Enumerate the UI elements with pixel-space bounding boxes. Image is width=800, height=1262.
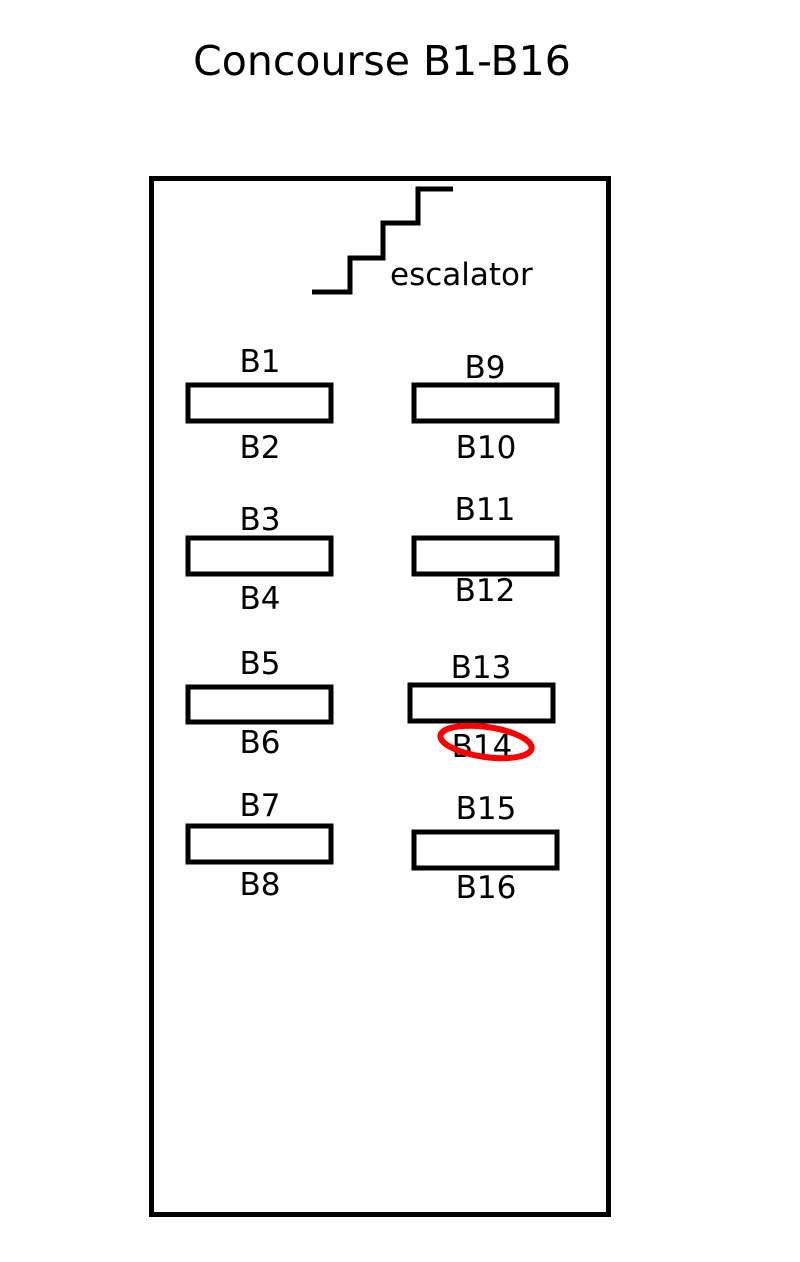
gate-label-b4: B4 — [240, 581, 281, 617]
gate-label-b1: B1 — [240, 344, 281, 380]
gate-counter-b11-b12 — [411, 535, 560, 577]
gate-counter-b15-b16 — [411, 829, 560, 871]
gate-label-b11: B11 — [455, 492, 516, 528]
gate-label-b12: B12 — [455, 573, 516, 609]
gate-label-b16: B16 — [456, 870, 517, 906]
gate-label-b13: B13 — [451, 650, 512, 686]
gate-label-b6: B6 — [240, 725, 281, 761]
escalator-label: escalator — [390, 257, 533, 293]
gate-counter-b13-b14 — [407, 682, 556, 724]
gate-label-b15: B15 — [456, 791, 517, 827]
escalator-icon — [312, 186, 453, 295]
gate-label-b3: B3 — [240, 502, 281, 538]
gate-label-b2: B2 — [240, 430, 281, 466]
highlight-circle-b14 — [437, 722, 535, 762]
gate-label-b10: B10 — [456, 430, 517, 466]
gate-label-b9: B9 — [465, 350, 506, 386]
gate-counter-b9-b10 — [411, 382, 560, 424]
gate-label-b8: B8 — [240, 867, 281, 903]
gate-label-b5: B5 — [240, 646, 281, 682]
map-title: Concourse B1-B16 — [193, 37, 571, 85]
gate-counter-b1-b2 — [185, 382, 334, 424]
gate-counter-b7-b8 — [185, 823, 334, 865]
gate-counter-b5-b6 — [185, 684, 334, 725]
gate-label-b7: B7 — [240, 788, 281, 824]
gate-counter-b3-b4 — [185, 535, 334, 577]
concourse-outline — [149, 176, 611, 1217]
